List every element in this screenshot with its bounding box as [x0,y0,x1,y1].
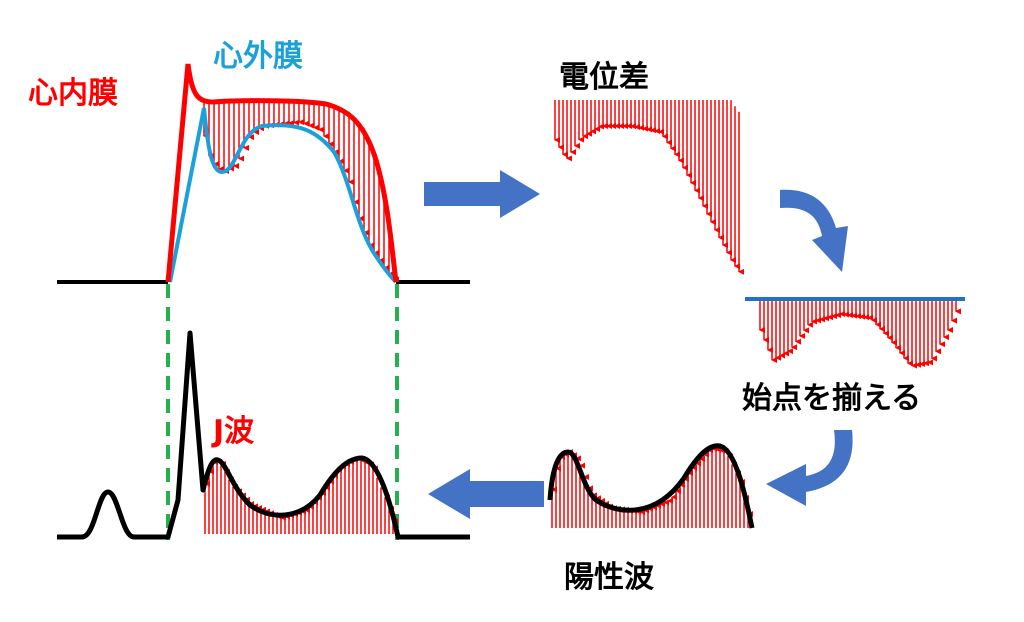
j-wave-hatching [204,455,398,534]
action-potential-panel [57,63,470,284]
ecg-panel [57,330,470,540]
arrow-left-icon [428,469,544,519]
positive-wave-curve [547,443,755,529]
aligned-hatching [759,301,961,369]
arrow-right-icon [424,170,540,218]
ecg-trace [57,330,470,540]
label-align-start: 始点を揃える [742,381,922,416]
label-endocardium: 心内膜 [28,76,118,111]
label-epicardium: 心外膜 [213,39,303,74]
difference-trace-hatching [554,100,744,275]
potential-difference-hatching [203,101,399,283]
endocardium-curve [165,63,399,283]
curved-arrow-down-icon [780,189,848,272]
label-positive-wave: 陽性波 [564,560,654,595]
label-j-wave: J波 [213,414,255,449]
epicardium-curve [168,107,398,284]
positive-wave-hatching [551,445,753,528]
curved-arrow-left-icon [766,430,853,506]
label-potential-difference: 電位差 [559,60,649,95]
